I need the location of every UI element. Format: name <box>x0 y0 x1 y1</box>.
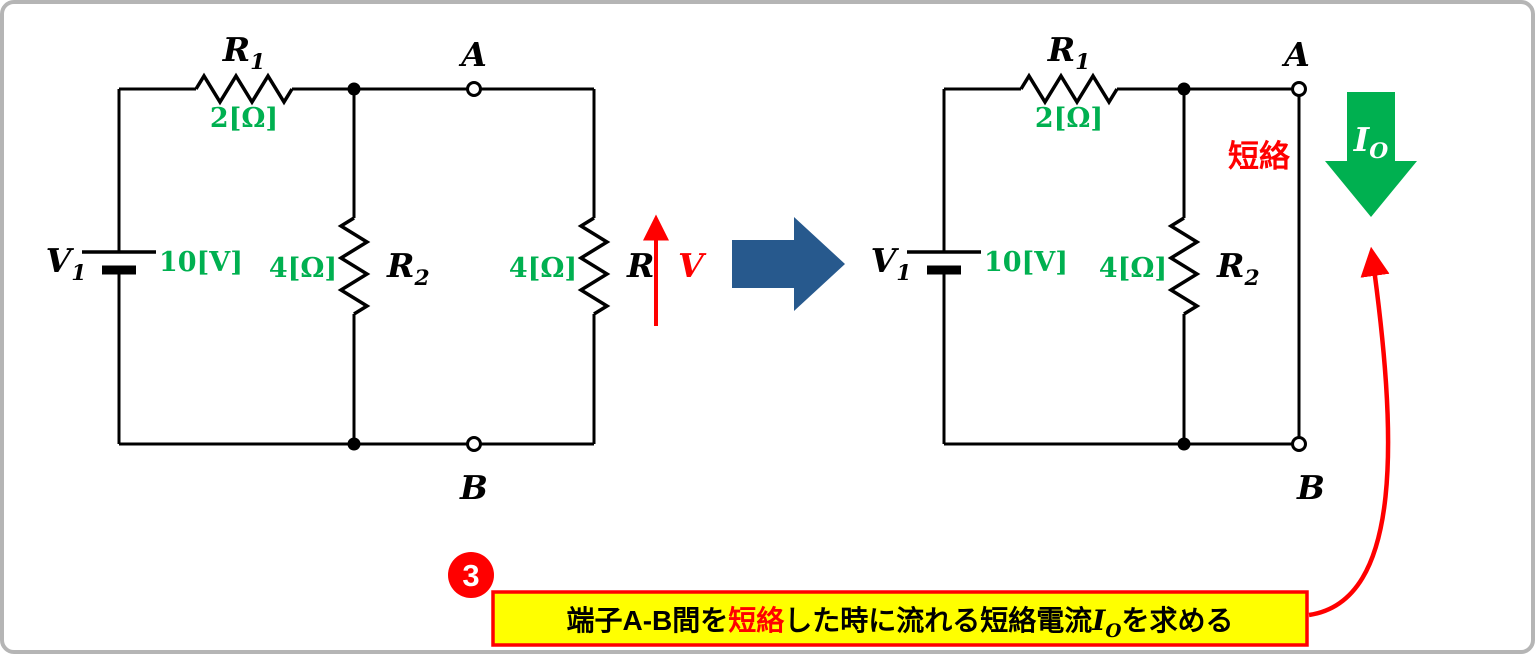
node-top <box>347 82 361 96</box>
battery-v1 <box>82 250 156 275</box>
resistor-r2 <box>337 216 371 316</box>
current-arrow-label: IO <box>1353 120 1388 164</box>
r1-label-right: R1 <box>1047 30 1091 75</box>
circuit-diagram-svg: R1 2[Ω] A B V1 10[V] 4[Ω] R2 4[Ω] R V R1… <box>46 30 1417 647</box>
left-circuit: R1 2[Ω] A B V1 10[V] 4[Ω] R2 4[Ω] R V <box>46 30 707 507</box>
battery-v1-right <box>907 250 981 275</box>
r1-value: 2[Ω] <box>210 103 278 134</box>
current-arrow <box>1325 92 1417 217</box>
step-number: 3 <box>462 558 479 593</box>
r1-label: R1 <box>222 30 266 75</box>
node-top-right <box>1177 82 1191 96</box>
terminal-a <box>466 81 482 97</box>
resistor-r1-right <box>1019 72 1119 106</box>
callout-pointer-arrow <box>1308 246 1391 618</box>
step-badge <box>448 552 494 598</box>
voltage-arrow-label: V <box>678 246 707 285</box>
left-circuit-wires <box>117 87 596 446</box>
terminal-a-right <box>1291 81 1307 97</box>
resistor-r-load <box>577 216 611 316</box>
r1-value-right: 2[Ω] <box>1035 103 1103 134</box>
callout: 3 端子A-B間を短絡した時に流れる短絡電流IOを求める <box>448 246 1391 647</box>
resistor-r2-right <box>1167 216 1201 316</box>
source-value-right: 10[V] <box>984 247 1068 278</box>
terminal-b <box>466 436 482 452</box>
r2-value: 4[Ω] <box>269 253 337 284</box>
terminal-a-label: A <box>458 35 487 74</box>
transform-arrow <box>732 217 845 311</box>
terminal-a-label-right: A <box>1281 35 1310 74</box>
source-value: 10[V] <box>159 247 243 278</box>
terminal-b-label: B <box>459 468 488 507</box>
node-bottom-right <box>1177 437 1191 451</box>
r2-value-right: 4[Ω] <box>1099 253 1167 284</box>
short-circuit-label: 短絡 <box>1228 139 1291 174</box>
callout-text: 端子A-B間を短絡した時に流れる短絡電流IOを求める <box>566 604 1233 642</box>
r-load-label: R <box>626 246 654 285</box>
r2-label: R2 <box>386 246 430 291</box>
terminal-b-right <box>1291 436 1307 452</box>
source-label-right: V1 <box>871 241 912 286</box>
node-bottom <box>347 437 361 451</box>
r-load-value: 4[Ω] <box>509 253 577 284</box>
right-circuit: R1 2[Ω] A B 短絡 V1 10[V] 4[Ω] R2 IO <box>871 30 1417 507</box>
terminal-b-label-right: B <box>1296 468 1325 507</box>
source-label: V1 <box>46 241 87 286</box>
r2-label-right: R2 <box>1216 246 1260 291</box>
right-circuit-wires <box>942 87 1301 446</box>
resistor-r1 <box>194 72 294 106</box>
callout-box <box>491 590 1309 647</box>
